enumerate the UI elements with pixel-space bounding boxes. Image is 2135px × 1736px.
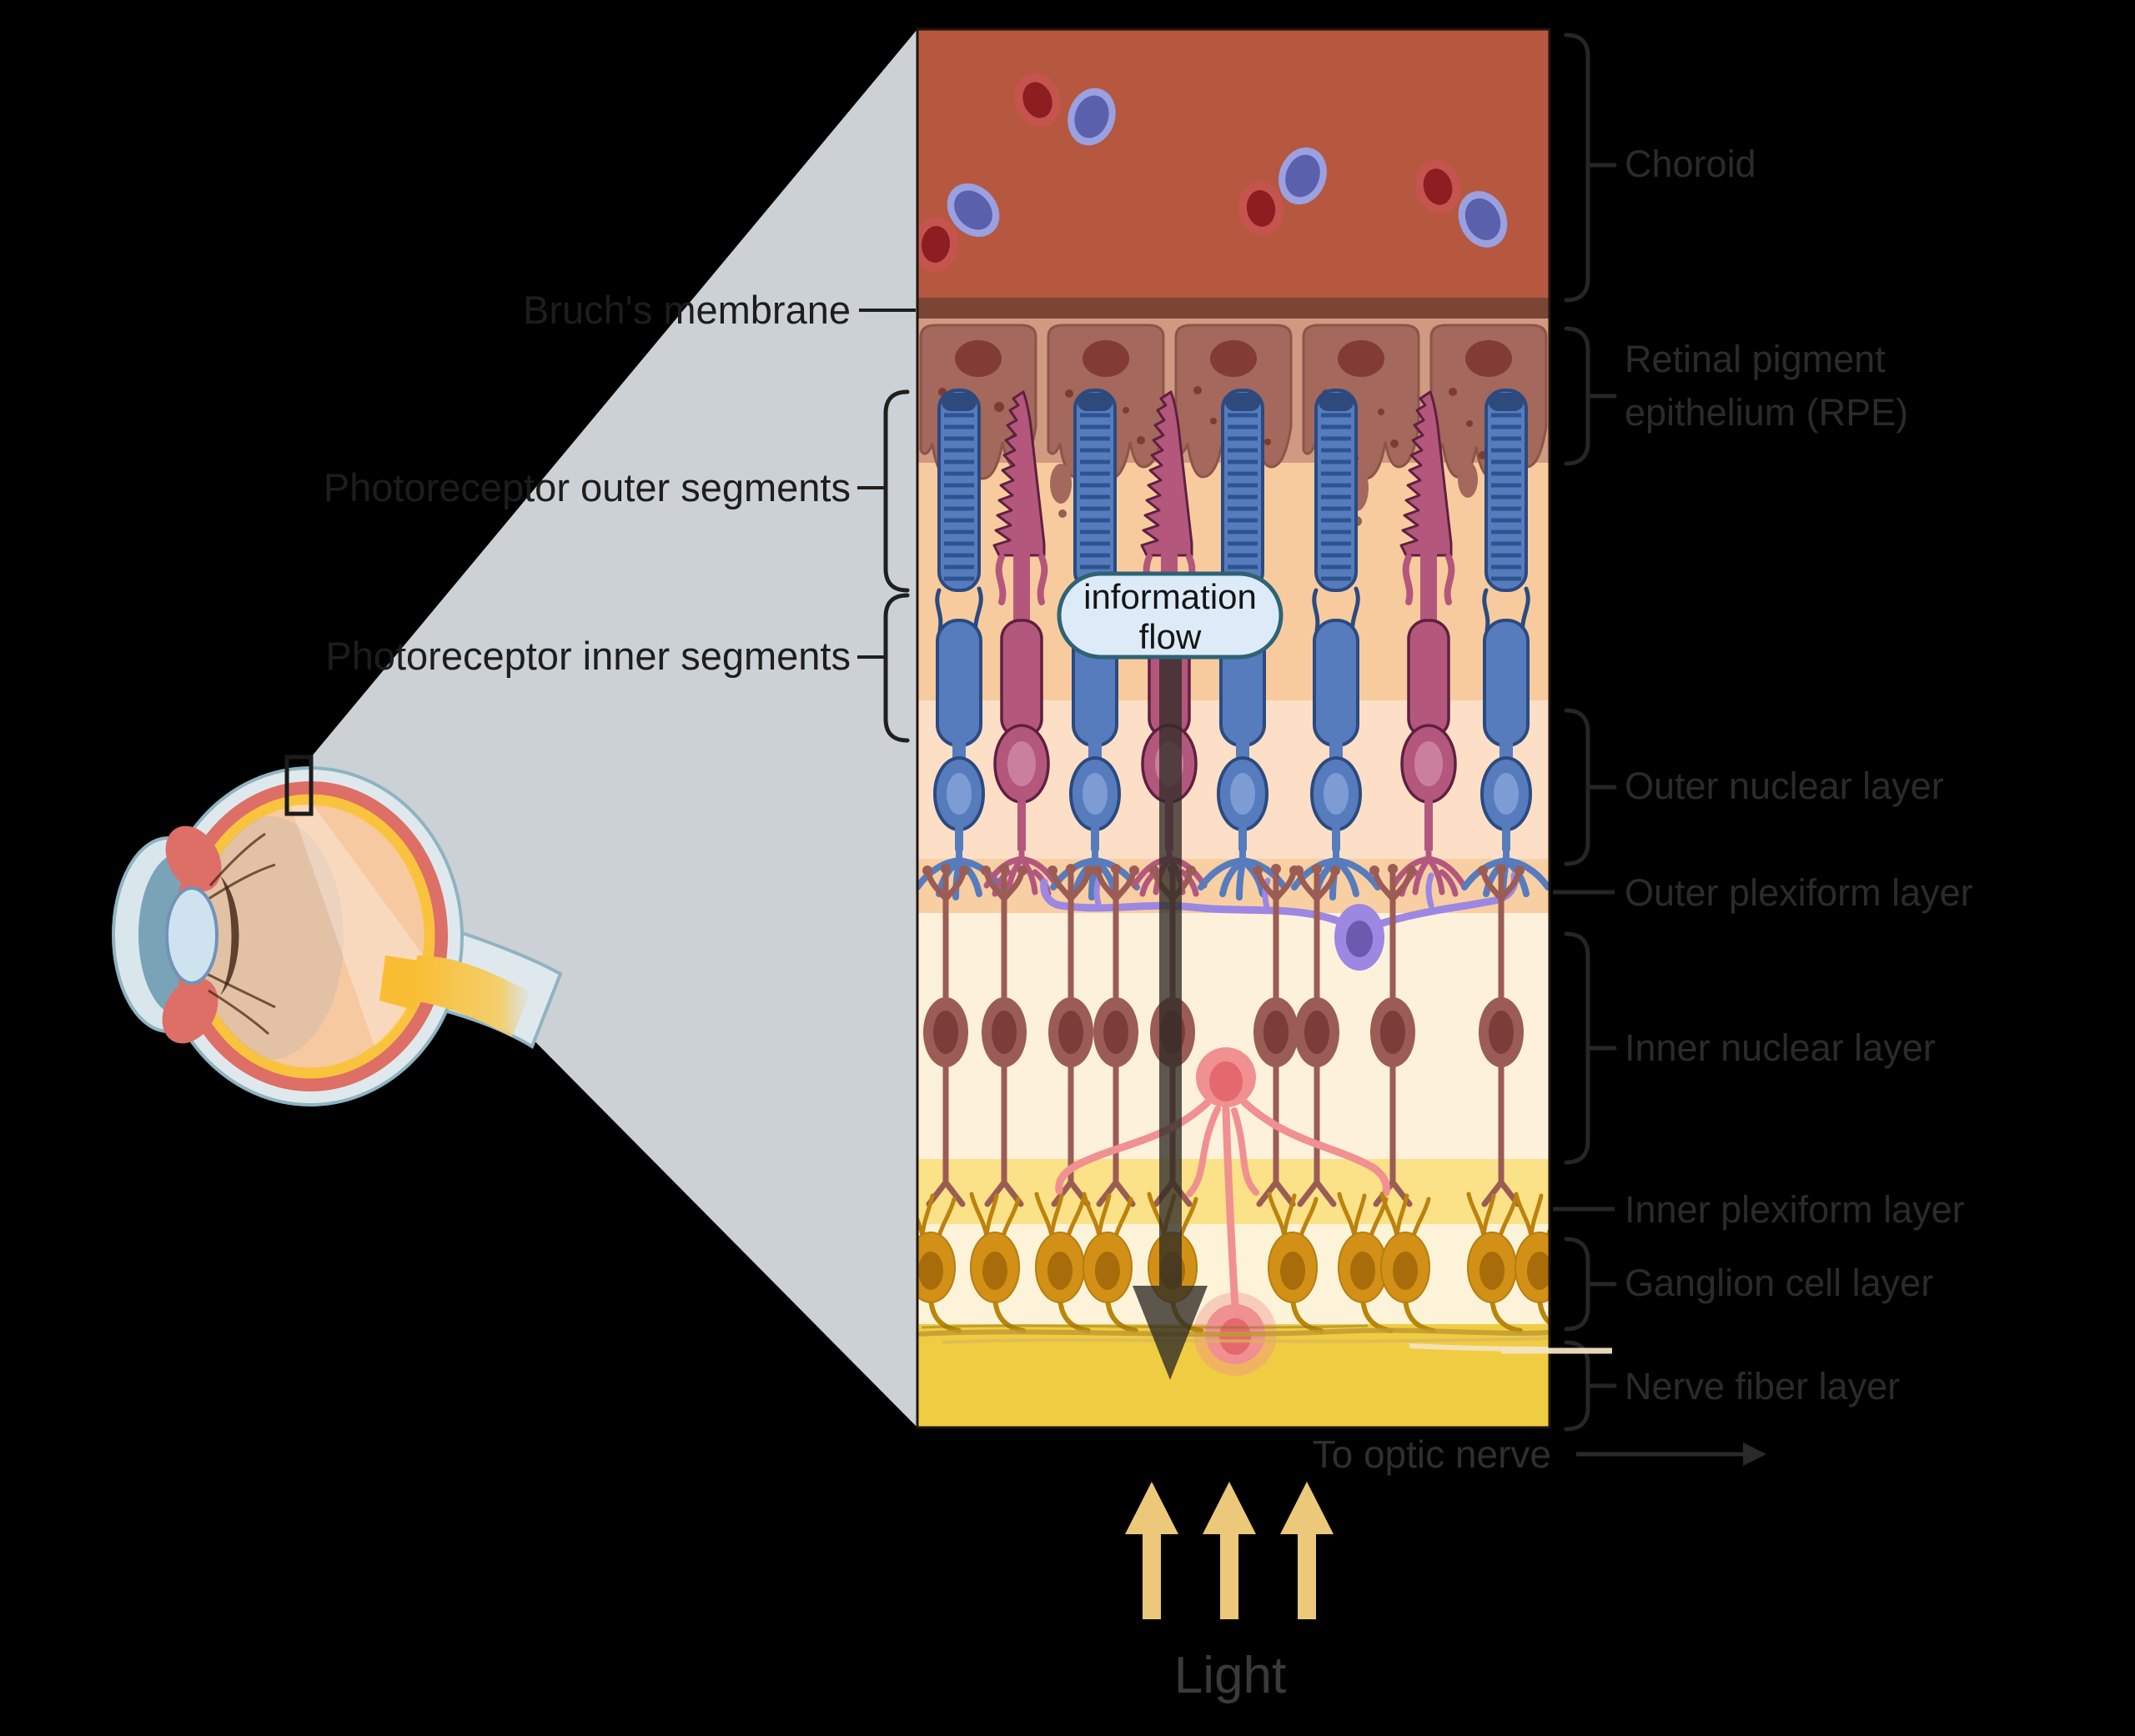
rpe-label-line2: epithelium (RPE) — [1625, 391, 1908, 434]
nerve-fiber-bracket — [1564, 1340, 1617, 1432]
information-flow-label-line1: information — [1083, 577, 1257, 616]
photoreceptor-outer-segments-label: Photoreceptor outer segments — [324, 465, 851, 509]
choroid-bracket — [1564, 33, 1617, 303]
choroid-label: Choroid — [1625, 143, 1756, 185]
information-flow-bubble: information flow — [1057, 571, 1284, 660]
inner-plexiform-label: Inner plexiform layer — [1625, 1188, 1965, 1231]
light-arrows — [1125, 1482, 1334, 1619]
inner-segments-bracket — [883, 593, 910, 743]
rpe-label-line1: Retinal pigment — [1625, 338, 1886, 380]
photoreceptor-inner-segments-label: Photoreceptor inner segments — [325, 634, 851, 678]
zoom-beam — [311, 29, 917, 1427]
ganglion-cell-label: Ganglion cell layer — [1625, 1262, 1933, 1304]
ciliary-body-bottom — [162, 977, 219, 1044]
retina-panel — [917, 29, 1550, 1427]
eye-cross-section — [112, 766, 563, 1106]
lens — [165, 886, 219, 985]
rpe-bracket — [1564, 326, 1617, 466]
bruchs-membrane-label: Bruch's membrane — [523, 288, 851, 332]
inner-nuclear-bracket — [1564, 931, 1617, 1165]
ciliary-body-top — [165, 825, 222, 892]
choroid-band — [917, 29, 1550, 298]
ganglion-cell-bracket — [1564, 1237, 1617, 1332]
nerve-fiber-label: Nerve fiber layer — [1625, 1365, 1900, 1407]
information-flow-arrow — [1133, 655, 1208, 1380]
panel-outline — [916, 28, 1551, 1429]
optic-nerve-head — [379, 956, 424, 1011]
inner-nuclear-label: Inner nuclear layer — [1625, 1026, 1936, 1069]
outer-segments-bracket — [883, 389, 910, 593]
information-flow-label-line2: flow — [1139, 617, 1202, 656]
sample-region-marker — [284, 755, 314, 816]
outer-nuclear-label: Outer nuclear layer — [1625, 765, 1944, 807]
light-label: Light — [1174, 1647, 1286, 1704]
to-optic-nerve-arrow — [1576, 1442, 1766, 1466]
zonule-fibers — [206, 832, 276, 1036]
outer-plexiform-label: Outer plexiform layer — [1625, 871, 1973, 914]
outer-nuclear-bracket — [1564, 708, 1617, 866]
optic-nerve — [413, 956, 530, 1037]
vitreous-shading — [195, 816, 344, 1060]
iris-shadow — [220, 876, 239, 996]
rpe-nuclei — [955, 340, 1512, 377]
bruchs-membrane-band — [917, 298, 1550, 319]
to-optic-nerve-label: To optic nerve — [1313, 1432, 1551, 1476]
